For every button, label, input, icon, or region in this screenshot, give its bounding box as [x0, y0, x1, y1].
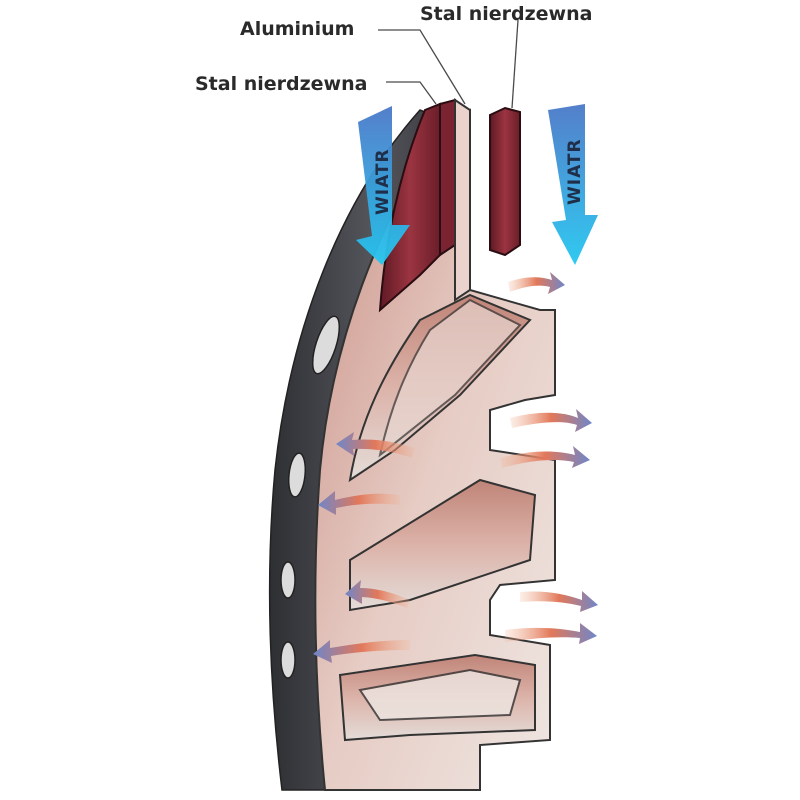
- leader-steel-top: [511, 19, 519, 109]
- heat-arrows-right: [500, 272, 598, 644]
- wind-arrow-right: WIATR: [548, 104, 598, 265]
- aluminium-pockets: [338, 293, 537, 742]
- heat-arrows-left: [313, 432, 415, 663]
- leader-steel-left: [386, 81, 437, 105]
- label-aluminium: Aluminium: [240, 18, 354, 40]
- aluminium-core: [314, 108, 556, 791]
- wind-label-right: WIATR: [565, 138, 585, 205]
- wind-arrow-left: WIATR: [356, 106, 410, 265]
- leader-lines: [378, 19, 519, 109]
- leader-aluminium: [378, 29, 466, 105]
- label-steel-left: Stal nierdzewna: [195, 73, 367, 95]
- steel-plate-right: [489, 106, 521, 257]
- aluminium-center-strip: [454, 98, 471, 302]
- disc-vent-holes: [280, 315, 341, 679]
- wind-label-left: WIATR: [373, 148, 393, 215]
- label-steel-top: Stal nierdzewna: [420, 3, 592, 25]
